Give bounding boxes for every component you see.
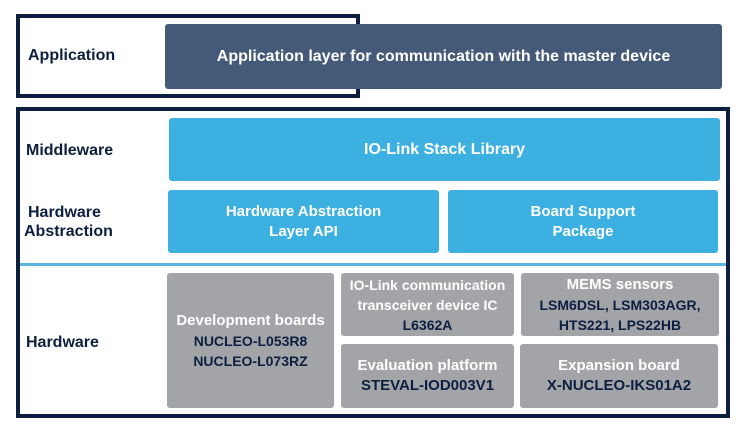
development-boards-box: Development boards NUCLEO-L053R8 NUCLEO-… — [167, 273, 334, 408]
hal-api-box: Hardware Abstraction Layer API — [168, 190, 439, 253]
application-layer-text: Application layer for communication with… — [216, 47, 671, 65]
hardware-label: Hardware — [26, 334, 99, 351]
io-link-stack-box: IO-Link Stack Library — [169, 118, 720, 181]
evaluation-platform-box: Evaluation platform STEVAL-IOD003V1 — [341, 344, 514, 408]
expansion-board-box: Expansion board X-NUCLEO-IKS01A2 — [520, 344, 718, 408]
board-support-package-box: Board Support Package — [448, 190, 718, 253]
middleware-label: Middleware — [26, 142, 114, 159]
mems-sensors-box: MEMS sensors LSM6DSL, LSM303AGR, HTS221,… — [521, 273, 719, 336]
hardware-abstraction-label: Hardware Abstraction — [24, 204, 113, 240]
application-layer-box: Application layer for communication with… — [165, 24, 722, 89]
io-link-stack-text: IO-Link Stack Library — [364, 140, 525, 158]
hardware-divider — [20, 263, 726, 266]
transceiver-box: IO-Link communication transceiver device… — [341, 273, 514, 336]
application-label: Application — [28, 47, 116, 64]
